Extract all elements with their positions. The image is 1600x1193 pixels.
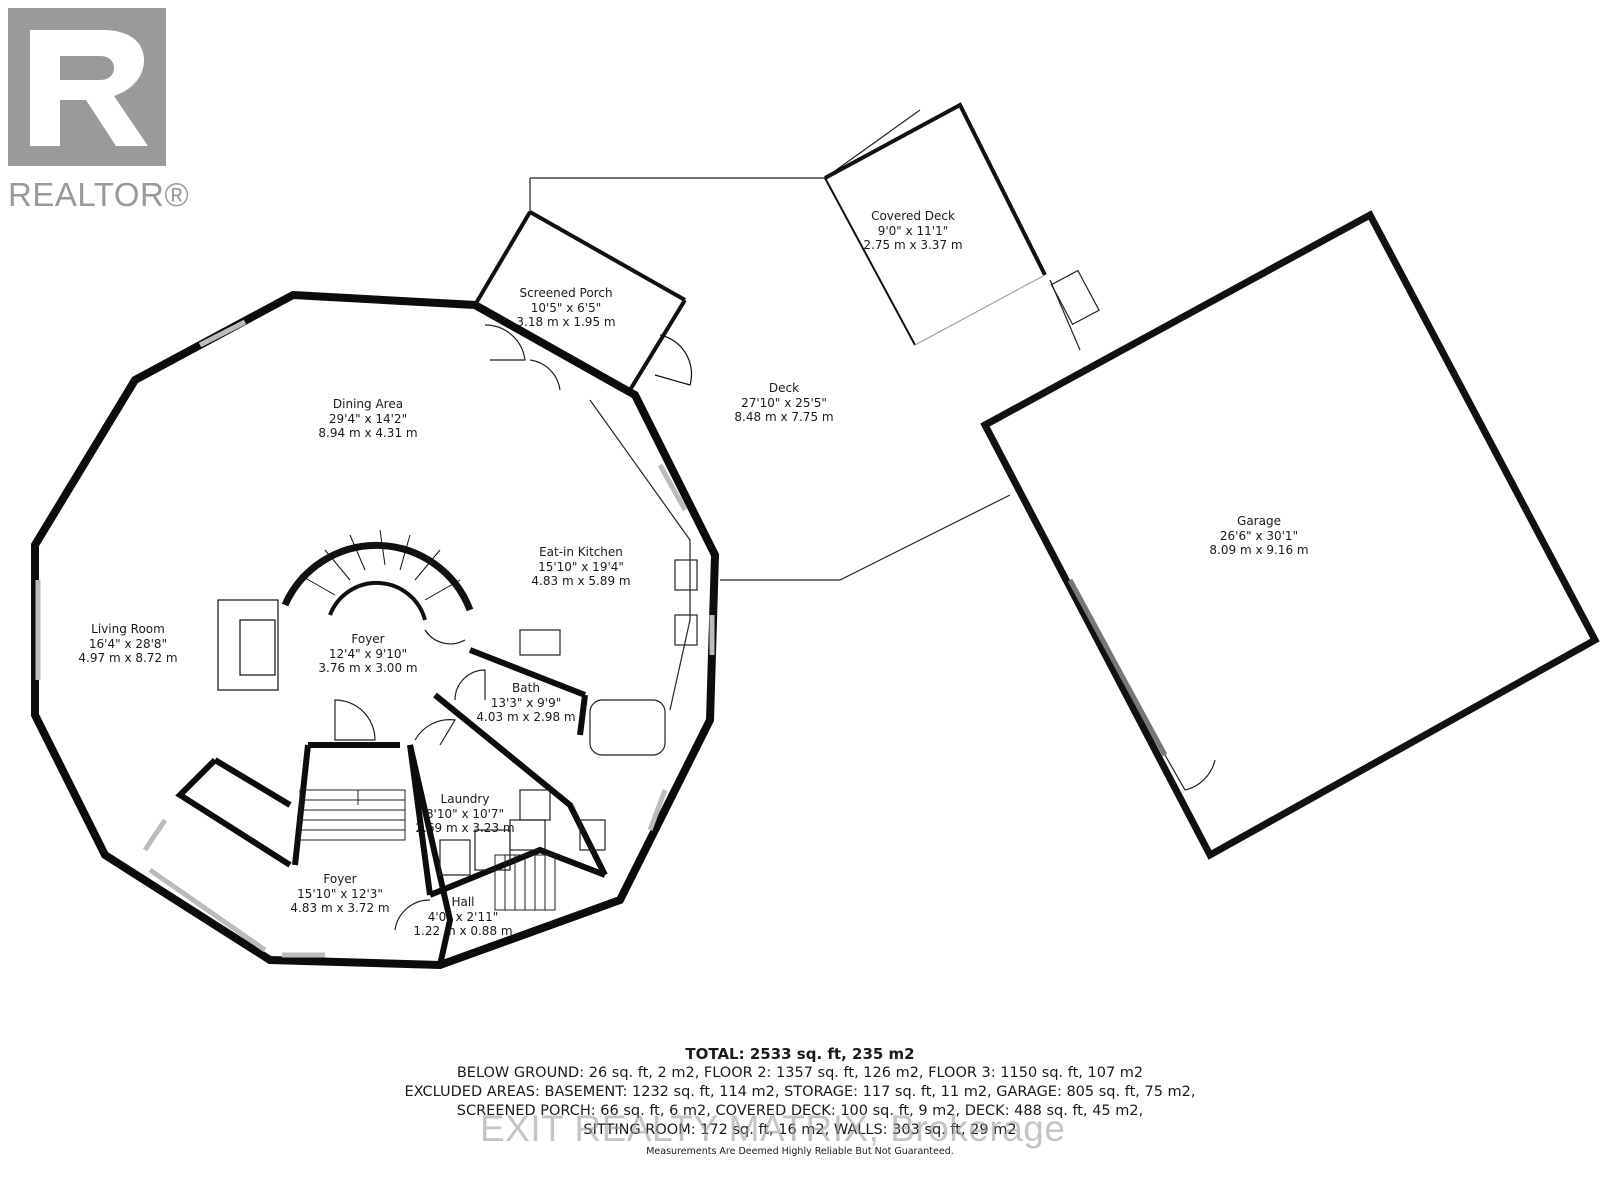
room-name: Screened Porch	[519, 286, 613, 300]
realtor-logo-text: REALTOR®	[8, 176, 190, 213]
room-label-covered-deck: Covered Deck 9'0" x 11'1" 2.75 m x 3.37 …	[863, 209, 962, 253]
room-name: Laundry	[440, 792, 490, 806]
room-imperial: 16'4" x 28'8"	[88, 636, 168, 651]
covered-deck-walls	[824, 102, 1100, 346]
room-name: Foyer	[323, 872, 357, 886]
realtor-r-icon	[8, 8, 166, 166]
room-name: Hall	[451, 895, 475, 909]
summary-line: SCREENED PORCH: 66 sq. ft, 6 m2, COVERED…	[456, 1103, 1144, 1119]
fireplace	[217, 599, 279, 691]
garage-walls	[980, 210, 1600, 860]
room-metric: 4.83 m x 5.89 m	[531, 574, 631, 588]
room-name: Bath	[512, 681, 540, 695]
room-imperial: 9'0" x 11'1"	[877, 223, 949, 238]
room-imperial: 26'6" x 30'1"	[1219, 528, 1299, 543]
room-imperial: 27'10" x 25'5"	[741, 395, 827, 410]
room-label-laundry: Laundry 8'10" x 10'7" 2.69 m x 3.23 m	[415, 792, 514, 836]
room-label-foyer-lower: Foyer 15'10" x 12'3" 4.83 m x 3.72 m	[290, 872, 389, 916]
summary-line: SITTING ROOM: 172 sq. ft, 16 m2, WALLS: …	[583, 1122, 1017, 1138]
room-name: Deck	[768, 381, 800, 395]
room-name: Living Room	[91, 622, 165, 636]
room-label-living: Living Room 16'4" x 28'8" 4.97 m x 8.72 …	[78, 622, 177, 666]
room-metric: 8.09 m x 9.16 m	[1209, 543, 1309, 557]
summary-total: TOTAL: 2533 sq. ft, 235 m2	[685, 1045, 915, 1063]
room-metric: 2.75 m x 3.37 m	[863, 238, 963, 252]
room-imperial: 15'10" x 12'3"	[297, 886, 383, 901]
room-metric: 3.18 m x 1.95 m	[516, 315, 616, 329]
room-metric: 2.69 m x 3.23 m	[415, 821, 515, 835]
room-metric: 8.94 m x 4.31 m	[318, 426, 418, 440]
room-imperial: 15'10" x 19'4"	[538, 559, 624, 574]
room-metric: 4.97 m x 8.72 m	[78, 651, 178, 665]
room-label-deck: Deck 27'10" x 25'5" 8.48 m x 7.75 m	[734, 381, 833, 425]
doors	[334, 324, 561, 931]
fixtures	[439, 399, 698, 876]
room-imperial: 12'4" x 9'10"	[328, 646, 408, 661]
room-imperial: 13'3" x 9'9"	[490, 695, 562, 710]
room-name: Dining Area	[332, 397, 404, 411]
realtor-logo: REALTOR®	[8, 8, 190, 214]
screened-porch-walls	[473, 210, 693, 392]
interior-walls	[175, 647, 608, 966]
room-imperial: 4'0" x 2'11"	[427, 909, 499, 924]
area-summary: TOTAL: 2533 sq. ft, 235 m2 BELOW GROUND:…	[0, 1045, 1600, 1161]
room-name: Garage	[1237, 514, 1281, 528]
room-label-kitchen: Eat-in Kitchen 15'10" x 19'4" 4.83 m x 5…	[531, 545, 630, 589]
room-name: Covered Deck	[871, 209, 955, 223]
room-label-screened-porch: Screened Porch 10'5" x 6'5" 3.18 m x 1.9…	[516, 286, 615, 330]
room-name: Eat-in Kitchen	[539, 545, 623, 559]
room-metric: 4.03 m x 2.98 m	[476, 710, 576, 724]
room-metric: 4.83 m x 3.72 m	[290, 901, 390, 915]
room-label-garage: Garage 26'6" x 30'1" 8.09 m x 9.16 m	[1209, 514, 1308, 558]
summary-line: EXCLUDED AREAS: BASEMENT: 1232 sq. ft, 1…	[404, 1084, 1196, 1100]
room-name: Foyer	[351, 632, 385, 646]
room-metric: 8.48 m x 7.75 m	[734, 410, 834, 424]
hall-stairs	[299, 789, 556, 911]
room-imperial: 29'4" x 14'2"	[328, 411, 408, 426]
room-label-foyer-upper: Foyer 12'4" x 9'10" 3.76 m x 3.00 m	[318, 632, 417, 676]
room-label-dining: Dining Area 29'4" x 14'2" 8.94 m x 4.31 …	[318, 397, 417, 441]
room-imperial: 10'5" x 6'5"	[530, 300, 602, 315]
summary-disclaimer: Measurements Are Deemed Highly Reliable …	[646, 1146, 954, 1157]
room-metric: 3.76 m x 3.00 m	[318, 661, 418, 675]
brokerage-watermark: EXIT REALTY MATRIX, Brokerage	[480, 1108, 1066, 1149]
spiral-staircase	[281, 529, 474, 645]
room-metric: 1.22 m x 0.88 m	[413, 924, 513, 938]
room-label-bath: Bath 13'3" x 9'9" 4.03 m x 2.98 m	[476, 681, 575, 725]
room-label-hall: Hall 4'0" x 2'11" 1.22 m x 0.88 m	[413, 895, 512, 939]
room-imperial: 8'10" x 10'7"	[425, 806, 505, 821]
summary-line: BELOW GROUND: 26 sq. ft, 2 m2, FLOOR 2: …	[456, 1065, 1144, 1081]
